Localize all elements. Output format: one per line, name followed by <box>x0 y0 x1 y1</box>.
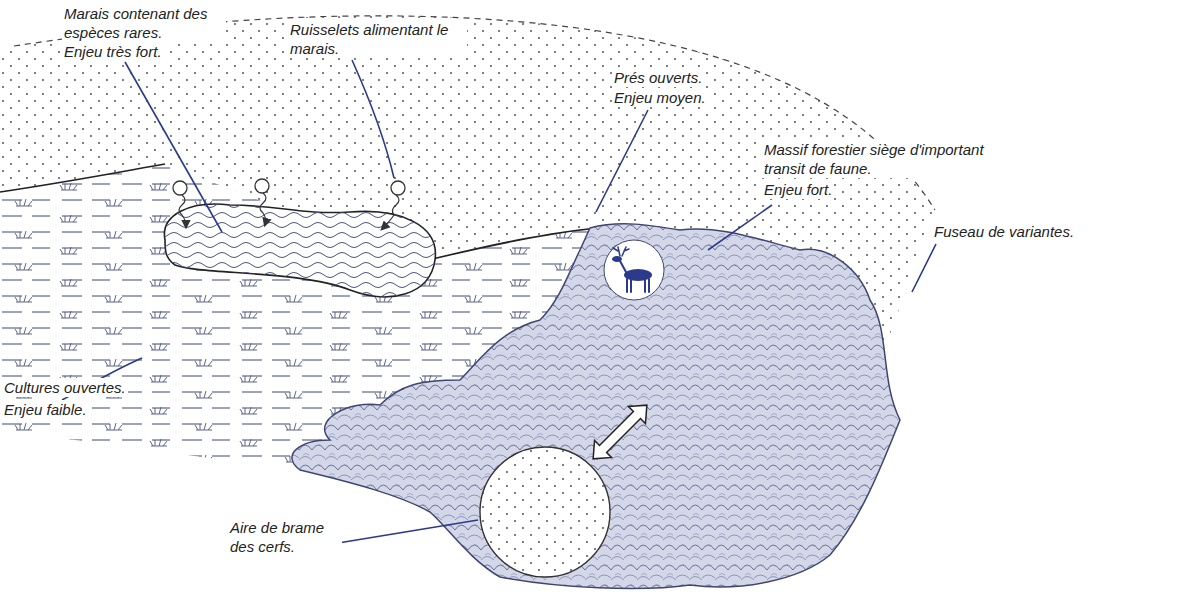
map-label: Prés ouverts. <box>612 68 704 87</box>
map-label: Enjeu faible. <box>2 400 89 419</box>
map-label: Cultures ouvertes. <box>2 378 128 397</box>
map-label: Enjeu fort. <box>762 180 834 199</box>
map-label: Ruisselets alimentant le marais. <box>288 20 467 58</box>
map-label: Aire de brame des cerfs. <box>228 518 342 556</box>
map-label: Marais contenant des espèces rares. <box>62 4 226 42</box>
map-label: Enjeu très fort. <box>62 42 164 61</box>
map-label: Massif forestier siège d'important trans… <box>762 140 998 178</box>
map-label: Fuseau de variantes. <box>932 222 1076 241</box>
map-label: Enjeu moyen. <box>612 88 708 107</box>
